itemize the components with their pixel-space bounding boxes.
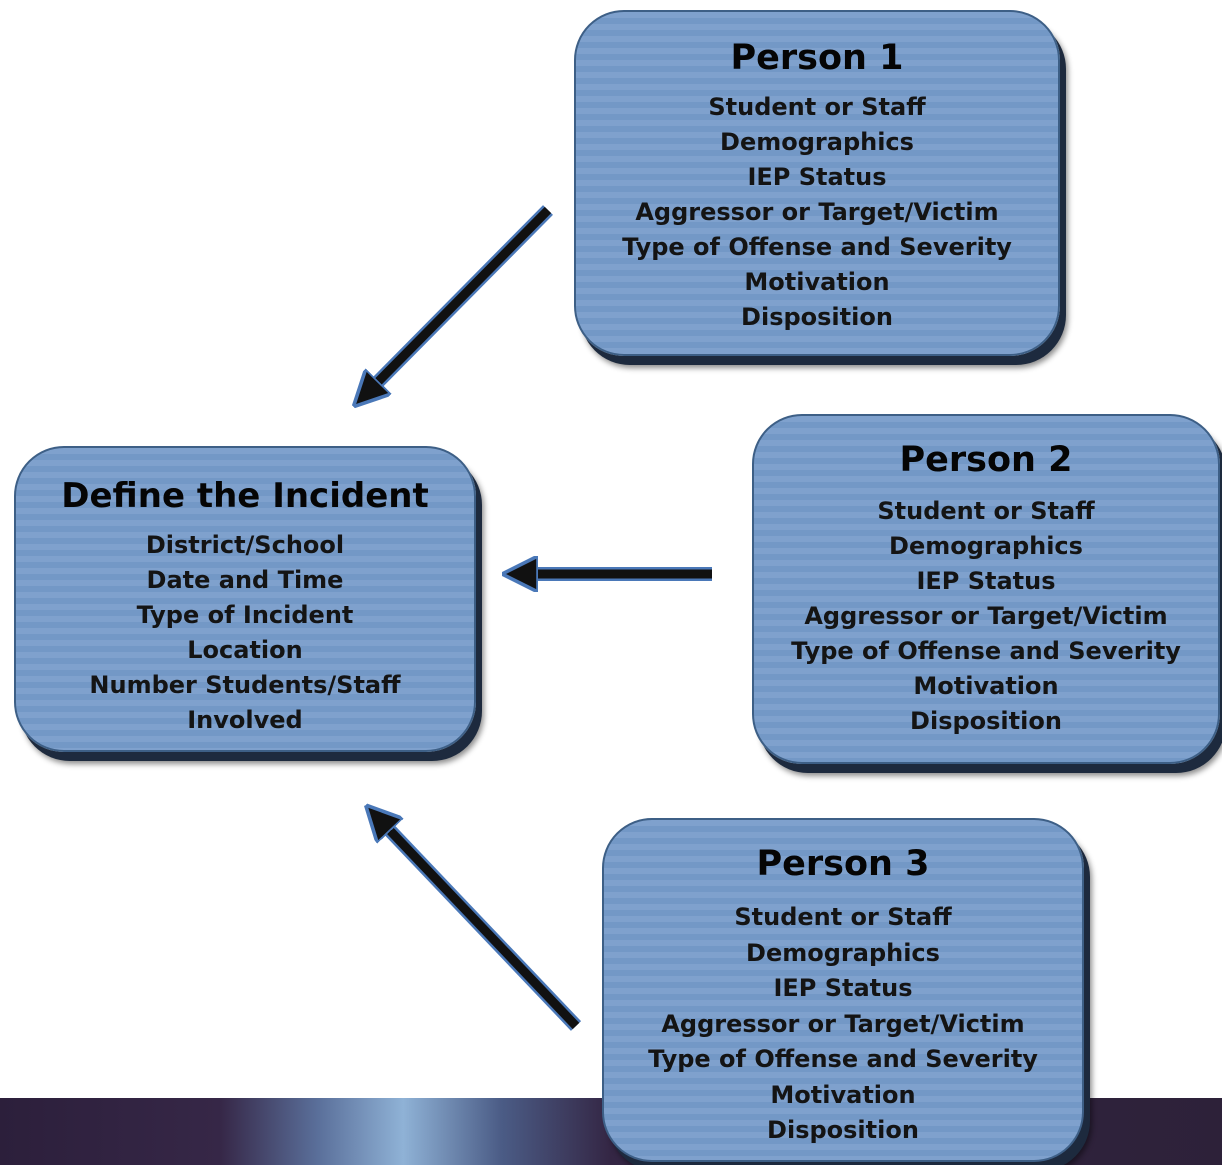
- incident-line: Date and Time: [146, 566, 344, 594]
- person2-title: Person 2: [899, 440, 1073, 480]
- arrow-person1-to-incident: [361, 205, 553, 399]
- incident-line: Involved: [187, 706, 303, 734]
- person1-line: Type of Offense and Severity: [622, 233, 1012, 261]
- person2-line: Type of Offense and Severity: [791, 637, 1181, 665]
- person1-line: Motivation: [744, 268, 890, 296]
- person3-line: Type of Offense and Severity: [648, 1045, 1038, 1073]
- person3-line: Disposition: [767, 1116, 919, 1144]
- person1-line: Demographics: [720, 128, 914, 156]
- person3-line: Motivation: [770, 1080, 916, 1109]
- person1-line: Disposition: [741, 303, 893, 331]
- person2-line: Motivation: [913, 672, 1059, 700]
- person3-line: Demographics: [746, 938, 940, 967]
- arrow-person3-to-incident: [372, 813, 582, 1031]
- person3-line: Aggressor or Target/Victim: [661, 1009, 1025, 1038]
- person3-line: IEP Status: [773, 974, 913, 1002]
- person2-box: Person 2 Student or Staff Demographics I…: [752, 414, 1220, 764]
- person2-line: Student or Staff: [877, 497, 1095, 525]
- person2-line: IEP Status: [916, 567, 1056, 595]
- person1-line: Student or Staff: [708, 93, 926, 121]
- person1-line: IEP Status: [747, 163, 887, 191]
- incident-line: District/School: [145, 531, 345, 559]
- incident-line: Number Students/Staff: [89, 671, 401, 699]
- incident-line: Location: [187, 636, 303, 664]
- person1-title: Person 1: [730, 38, 904, 78]
- person2-line: Aggressor or Target/Victim: [804, 602, 1168, 630]
- person3-box: Person 3 Student or Staff Demographics I…: [602, 818, 1084, 1162]
- person1-line: Aggressor or Target/Victim: [635, 198, 999, 226]
- person3-title: Person 3: [756, 844, 930, 884]
- incident-box: Define the Incident District/School Date…: [14, 446, 476, 752]
- person3-line: Student or Staff: [734, 903, 952, 931]
- person2-line: Demographics: [889, 532, 1083, 560]
- incident-line: Type of Incident: [136, 601, 354, 629]
- person2-line: Disposition: [910, 707, 1062, 735]
- incident-title: Define the Incident: [61, 476, 429, 516]
- person1-box: Person 1 Student or Staff Demographics I…: [574, 10, 1060, 356]
